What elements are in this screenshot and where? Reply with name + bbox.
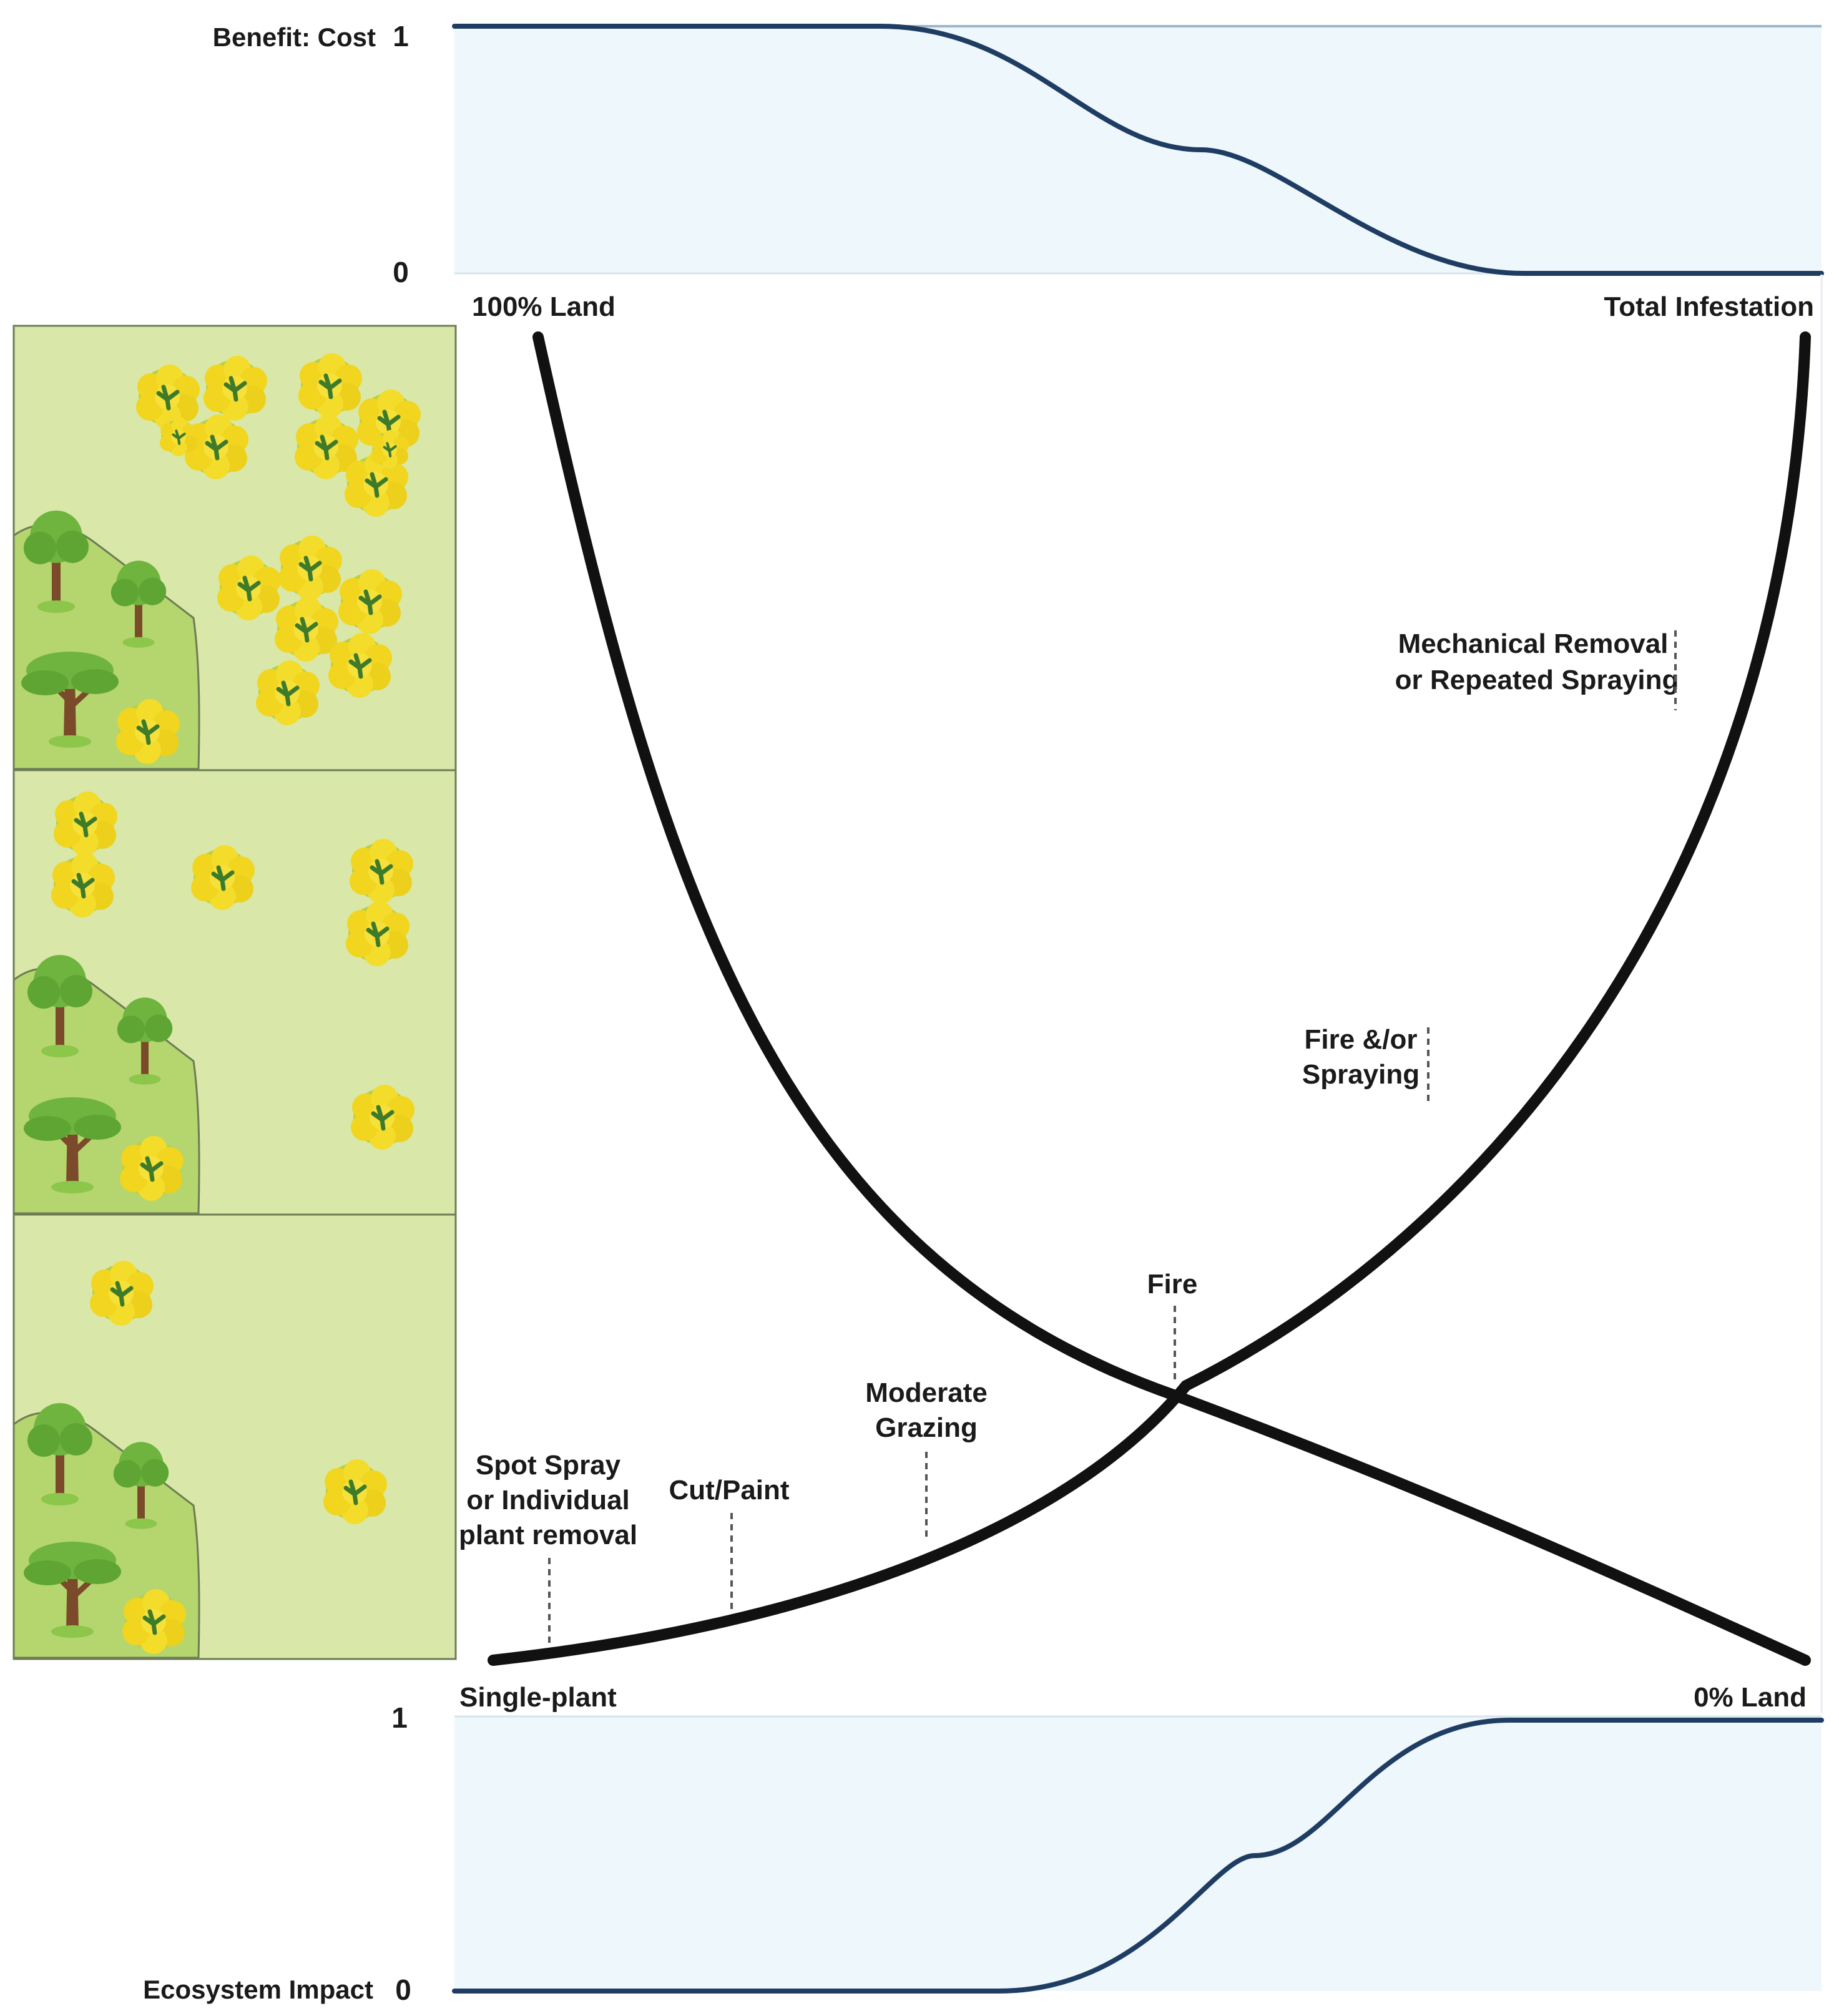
top-panel-axis-label: Benefit: Cost [213,22,376,52]
corner-label-top-right: Total Infestation [1604,291,1814,322]
method-label-spot-spray-line-3: plant removal [459,1520,637,1550]
control-effort-curve [488,331,1811,1666]
bottom-panel-background [454,1716,1822,1991]
bottom-panel-axis-label: Ecosystem Impact [143,1975,373,2004]
corner-label-top-left: 100% Land [472,291,615,322]
method-fire-spraying: Fire &/or Spraying [1302,1024,1430,1105]
benefit-cost-curve [452,24,1824,276]
method-spot-spray: Spot Spray or Individual plant removal [459,1450,637,1648]
scene-low-infestation [12,1213,457,1660]
method-mechanical-removal: Mechanical Removal or Repeated Spraying [1395,629,1679,710]
corner-label-bottom-right: 0% Land [1694,1682,1807,1713]
method-label-mechanical-removal-line-2: or Repeated Spraying [1395,665,1679,695]
method-moderate-grazing: Moderate Grazing [865,1377,988,1537]
method-label-fire-spraying-line-1: Fire &/or [1305,1024,1418,1055]
method-label-spot-spray-line-1: Spot Spray [476,1450,621,1480]
infestation-decline-curve [532,331,1811,1666]
method-label-mechanical-removal-line-1: Mechanical Removal [1398,629,1669,659]
method-fire: Fire [1147,1269,1198,1381]
scene-high-infestation [12,325,457,771]
method-label-fire-spraying-line-2: Spraying [1302,1059,1420,1090]
method-label-fire: Fire [1147,1269,1198,1299]
top-panel-tick-high: 1 [393,20,409,52]
method-label-cut-paint: Cut/Paint [669,1475,789,1505]
top-panel-tick-low: 0 [393,256,409,288]
scene-medium-infestation [12,769,457,1216]
top-panel-background [454,26,1822,273]
ecosystem-impact-curve [452,1718,1824,1994]
bottom-panel-tick-high: 1 [391,1701,408,1734]
method-label-moderate-grazing-line-2: Grazing [875,1412,978,1443]
method-cut-paint: Cut/Paint [669,1475,790,1612]
method-label-spot-spray-line-2: or Individual [466,1485,630,1515]
corner-label-bottom-left: Single-plant [459,1682,617,1713]
method-label-moderate-grazing-line-1: Moderate [865,1377,988,1408]
bottom-panel-tick-low: 0 [395,1974,411,2006]
